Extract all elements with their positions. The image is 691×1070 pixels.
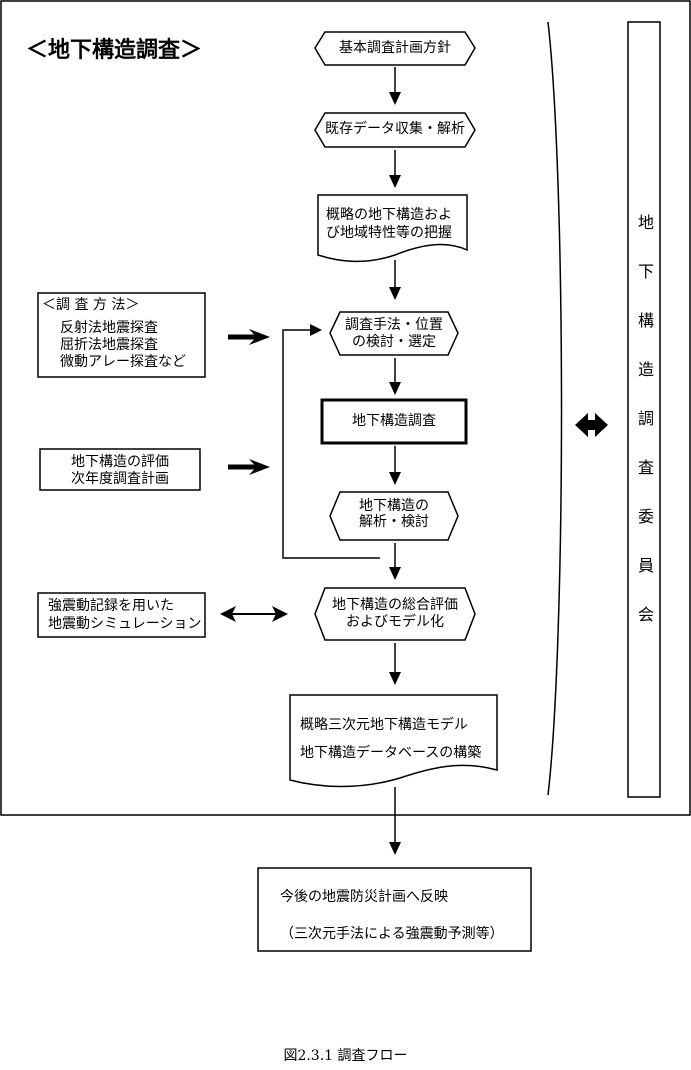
node-step4-hexagon [329, 311, 459, 356]
methods-text: ＜調 査 方 法＞ 反射法地震探査 屈折法地震探査 微動アレー探査など [42, 297, 186, 371]
methods-item: 反射法地震探査 [60, 320, 158, 336]
node-step8-line: 概略三次元地下構造モデル [300, 717, 468, 733]
committee-double-arrow [575, 413, 608, 437]
node-step6-hexagon [329, 491, 459, 541]
simulation-box [37, 592, 206, 638]
node-step8-document [289, 694, 498, 788]
node-step6-line: 地下構造の [359, 498, 429, 514]
node-step1-hexagon [314, 31, 476, 66]
node-step2-line: 既存データ収集・解析 [325, 121, 465, 137]
arrow-step7-to-step8 [389, 643, 401, 685]
output-line: （三次元手法による強震動予測等） [280, 926, 504, 942]
node-step7-line: 地下構造の総合評価 [332, 597, 458, 613]
arrow-step2-to-step3 [389, 150, 401, 188]
node-step5-text: 地下構造調査 [322, 413, 466, 430]
page-title: ＜地下構造調査＞ [26, 38, 203, 63]
node-step7-line: およびモデル化 [346, 614, 444, 630]
committee-label: 地下構造調査委員会 [635, 214, 654, 655]
arrow-step5-to-step6 [389, 446, 401, 485]
arrow-step1-to-step2 [389, 67, 401, 105]
node-step8-text: 概略三次元地下構造モデル 地下構造データベースの構築 [300, 711, 481, 767]
node-step2-text: 既存データ収集・解析 [315, 121, 475, 138]
node-step3-line: 概略の地下構造およ [326, 207, 452, 223]
outer-frame [0, 0, 691, 816]
figure-caption: 図2.3.1 調査フロー [283, 1048, 408, 1064]
methods-arrow [228, 329, 270, 345]
arrow-step8-to-output [389, 787, 401, 855]
output-text: 今後の地震防災計画へ反映 （三次元手法による強震動予測等） [280, 879, 504, 953]
methods-box [37, 292, 206, 378]
output-line: 今後の地震防災計画へ反映 [280, 889, 448, 905]
node-step3-text: 概略の地下構造およ び地域特性等の把握 [326, 206, 452, 242]
node-step2-hexagon [314, 112, 476, 148]
node-step3-document [317, 194, 468, 263]
node-step1-text: 基本調査計画方針 [315, 40, 475, 57]
output-box [257, 867, 532, 952]
feedback-loop-arrow [282, 324, 380, 559]
methods-item: 屈折法地震探査 [60, 337, 158, 353]
bracket-curve [547, 21, 563, 796]
node-step5-line: 地下構造調査 [352, 413, 436, 429]
node-step6-text: 地下構造の 解析・検討 [330, 498, 458, 530]
methods-item: 微動アレー探査など [60, 354, 186, 370]
evaluation-arrow [228, 459, 270, 475]
simulation-double-arrow [220, 606, 288, 622]
evaluation-line: 次年度調査計画 [71, 471, 169, 487]
node-step1-line: 基本調査計画方針 [339, 40, 451, 56]
arrow-step6-to-step7 [389, 543, 401, 580]
evaluation-text: 地下構造の評価 次年度調査計画 [40, 454, 200, 488]
node-step3-line: び地域特性等の把握 [326, 225, 452, 241]
simulation-line: 強震動記録を用いた [48, 598, 174, 614]
simulation-text: 強震動記録を用いた 地震動シミュレーション [48, 597, 201, 633]
methods-heading: ＜調 査 方 法＞ [42, 297, 140, 313]
node-step4-line: 調査手法・位置 [345, 317, 443, 333]
node-step5-box [320, 398, 468, 445]
node-step4-text: 調査手法・位置 の検討・選定 [330, 317, 458, 351]
node-step7-text: 地下構造の総合評価 およびモデル化 [315, 597, 475, 631]
simulation-line: 地震動シミュレーション [48, 616, 202, 632]
evaluation-box [39, 448, 201, 491]
node-step8-line: 地下構造データベースの構築 [300, 745, 482, 761]
node-step7-hexagon [314, 587, 476, 641]
node-step6-line: 解析・検討 [359, 514, 429, 530]
arrow-step4-to-step5 [389, 358, 401, 395]
arrow-step3-to-step4 [389, 260, 401, 300]
evaluation-line: 地下構造の評価 [71, 454, 169, 470]
node-step4-line: の検討・選定 [352, 334, 436, 350]
committee-box [627, 21, 661, 798]
